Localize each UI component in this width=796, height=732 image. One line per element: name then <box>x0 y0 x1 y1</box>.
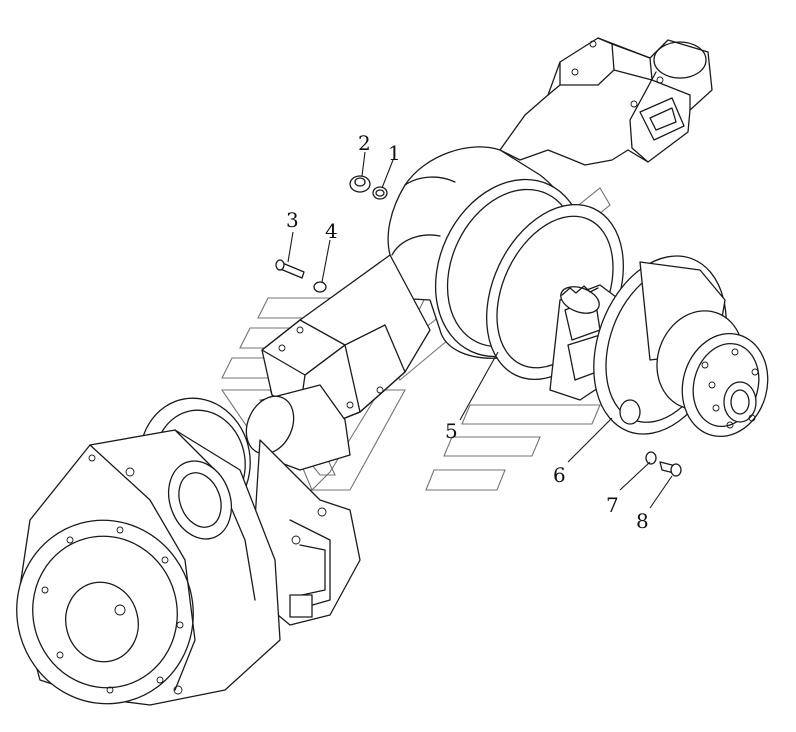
axle-housing-arm <box>499 37 713 166</box>
bolt-part-8 <box>659 461 682 477</box>
callout-labels: 1 2 3 4 5 6 7 8 <box>286 131 649 533</box>
washer-part-7 <box>645 451 657 465</box>
wheel-hub <box>16 429 281 706</box>
pin-part-3 <box>275 259 305 279</box>
leader-lines <box>287 151 673 509</box>
callout-8: 8 <box>636 509 649 533</box>
differential-assembly <box>549 255 769 438</box>
callout-3: 3 <box>286 208 299 232</box>
callout-5: 5 <box>445 419 458 443</box>
axle-tube <box>245 254 431 471</box>
callout-7: 7 <box>606 493 619 517</box>
plug-part-2 <box>349 175 371 193</box>
washer-part-1 <box>372 186 388 200</box>
callout-2: 2 <box>358 131 371 155</box>
callout-4: 4 <box>325 219 338 243</box>
callout-6: 6 <box>553 463 566 487</box>
callout-1: 1 <box>388 141 401 165</box>
nut-part-4 <box>313 281 327 293</box>
